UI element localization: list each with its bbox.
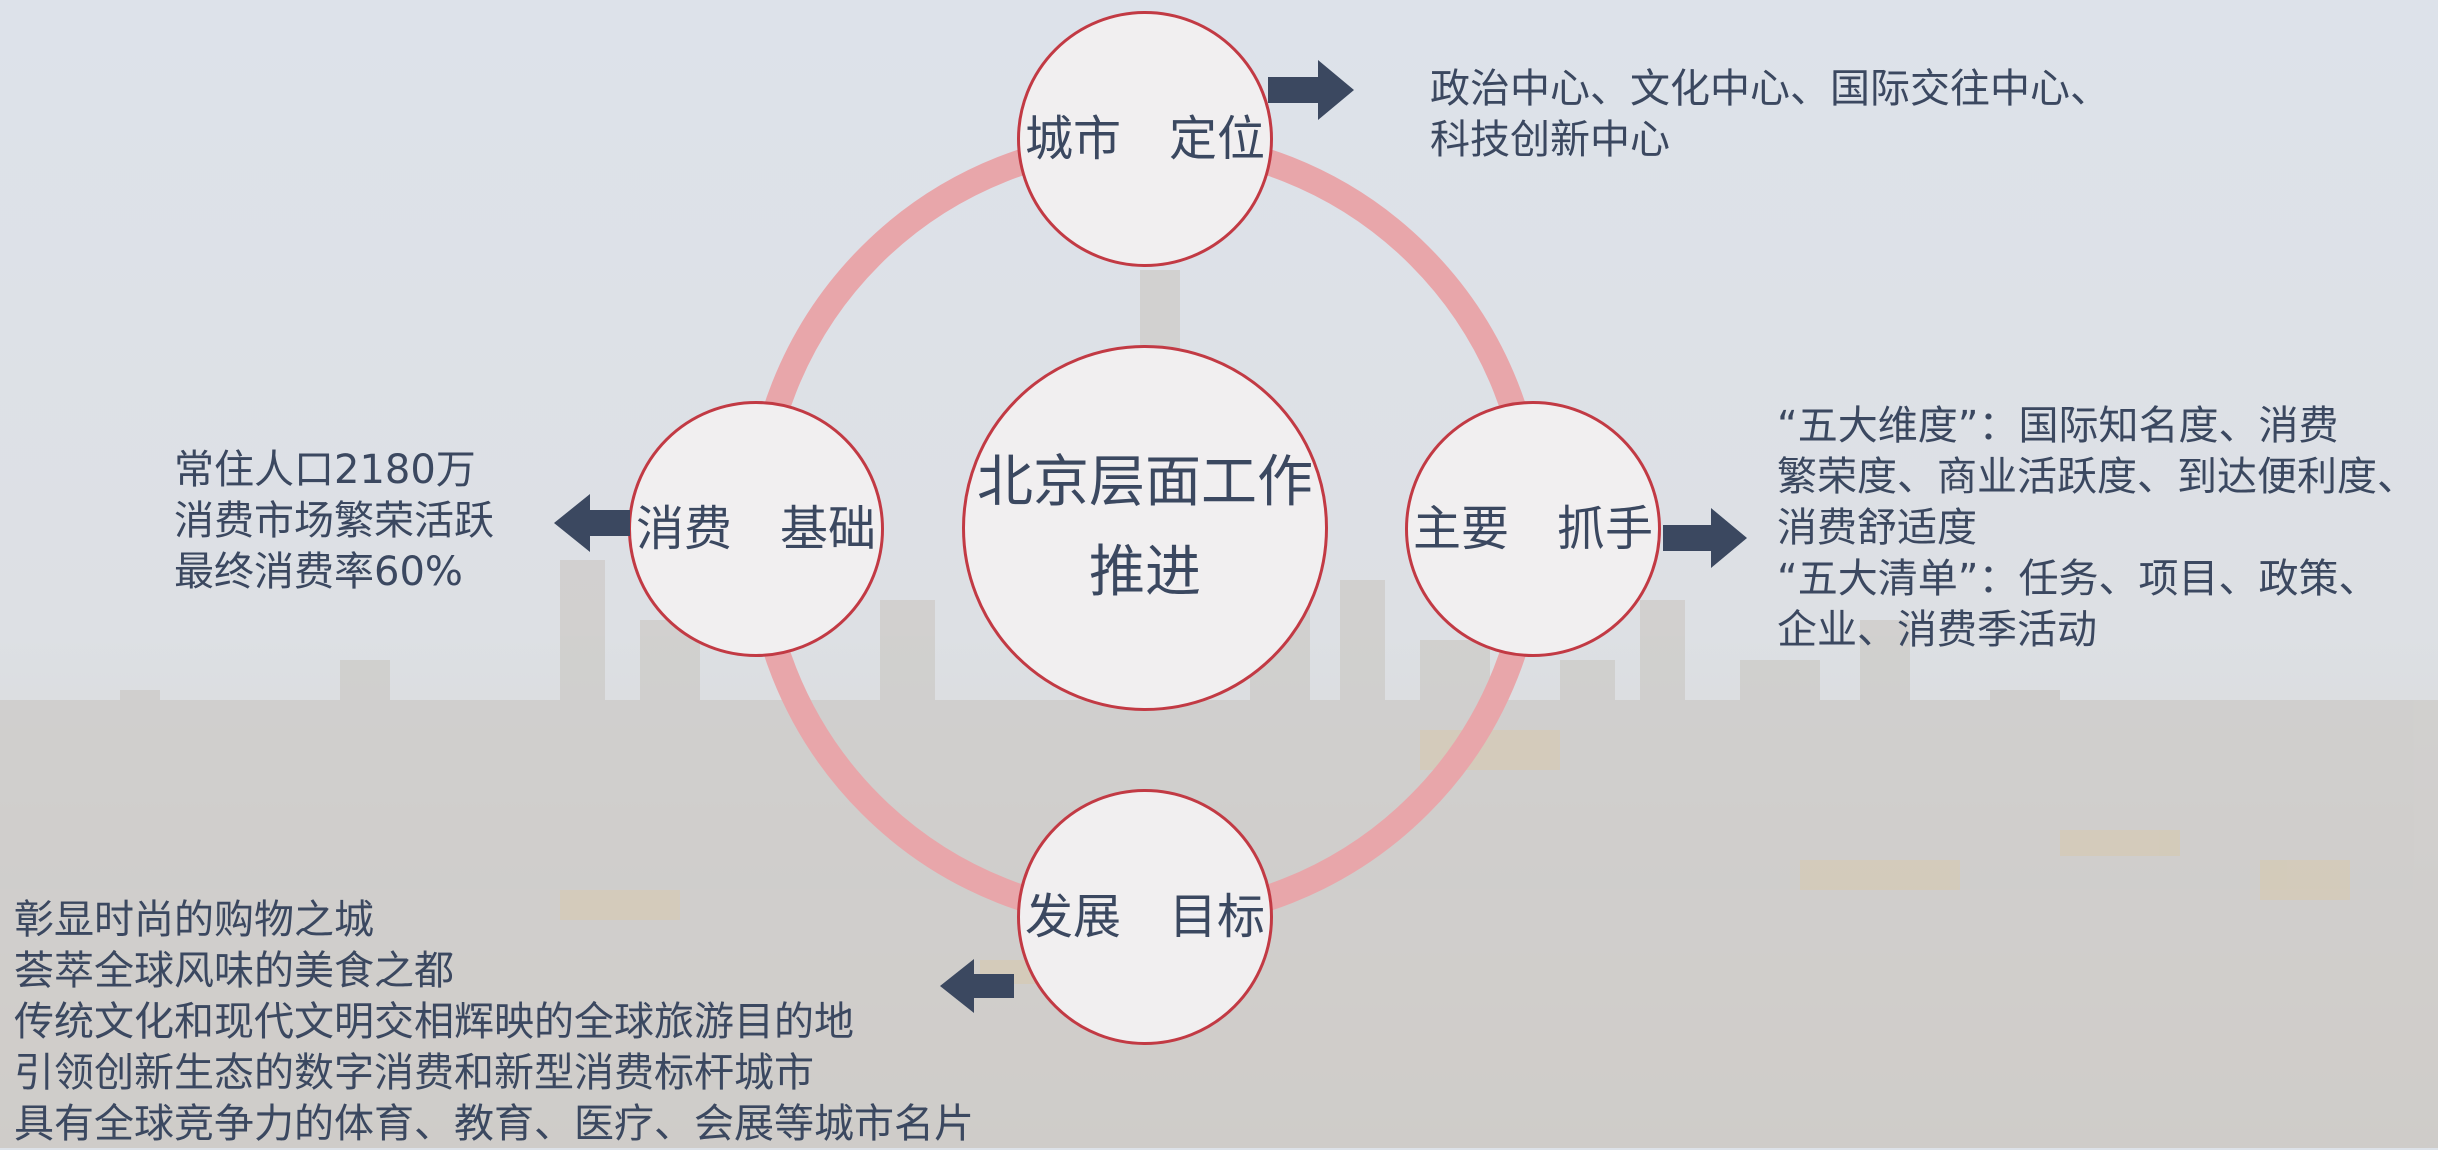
text-line: 荟萃全球风味的美食之都 [14, 948, 454, 994]
node-main-levers: 主要 抓手 [1405, 401, 1661, 657]
text-line: 传统文化和现代文明交相辉映的全球旅游目的地 [14, 999, 854, 1045]
text-line: 彰显时尚的购物之城 [14, 897, 374, 943]
text-development-goals: 彰显时尚的购物之城 荟萃全球风味的美食之都 传统文化和现代文明交相辉映的全球旅游… [14, 895, 974, 1150]
center-title-line2: 推进 [1089, 540, 1201, 605]
text-line: 消费市场繁荣活跃 [174, 498, 494, 544]
text-line: 消费舒适度 [1777, 505, 1977, 551]
text-line: 企业、消费季活动 [1777, 607, 2097, 653]
node-city-positioning: 城市 定位 [1017, 11, 1273, 267]
text-main-levers: “五大维度”：国际知名度、消费 繁荣度、商业活跃度、到达便利度、 消费舒适度 “… [1777, 401, 2417, 656]
text-consumption-base: 常住人口2180万 消费市场繁荣活跃 最终消费率60% [174, 445, 494, 598]
text-line: 最终消费率60% [174, 549, 463, 595]
text-line: “五大维度”：国际知名度、消费 [1777, 403, 2339, 449]
node-consumption-base: 消费 基础 [628, 401, 884, 657]
text-line: 常住人口2180万 [174, 447, 476, 493]
text-line: 具有全球竞争力的体育、教育、医疗、会展等城市名片 [14, 1101, 974, 1147]
node-development-goals: 发展 目标 [1017, 789, 1273, 1045]
center-title-line1: 北京层面工作 [977, 450, 1313, 516]
arrow-left-icon [554, 494, 630, 552]
text-line: 繁荣度、商业活跃度、到达便利度、 [1777, 454, 2417, 500]
text-line: 引领创新生态的数字消费和新型消费标杆城市 [14, 1050, 814, 1096]
arrow-right-top-icon [1268, 60, 1354, 120]
text-line: 政治中心、文化中心、国际交往中心、 [1430, 66, 2110, 112]
text-city-positioning: 政治中心、文化中心、国际交往中心、 科技创新中心 [1430, 64, 2110, 166]
text-line: 科技创新中心 [1430, 117, 1670, 163]
text-line: “五大清单”：任务、项目、政策、 [1777, 556, 2379, 602]
center-node: 北京层面工作 推进 [962, 345, 1328, 711]
arrow-right-icon [1663, 508, 1747, 568]
arrow-left-bottom-icon [940, 959, 1014, 1013]
